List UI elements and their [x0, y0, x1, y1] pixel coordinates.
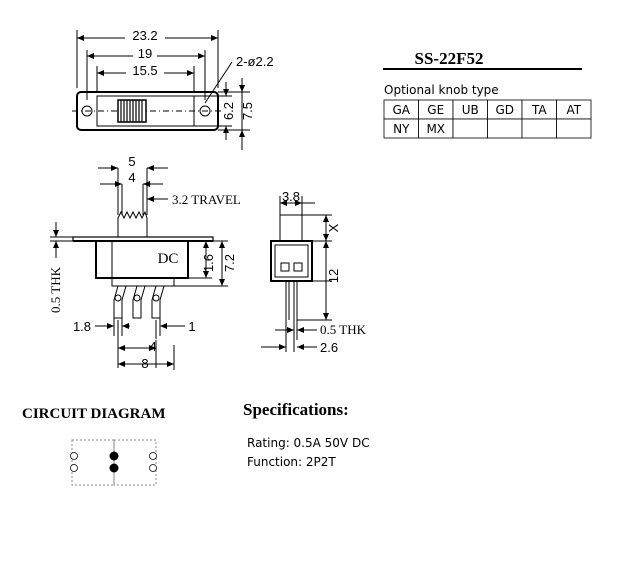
spec-function: Function: 2P2T: [247, 455, 336, 469]
knob-type-ub: UB: [462, 103, 479, 117]
side-view: 3.8 X 12 0.5 THK: [261, 189, 367, 355]
dim-x: X: [326, 223, 341, 232]
dim-overall-length: 23.2: [132, 28, 157, 43]
dim-pin-span: 8: [141, 356, 148, 371]
dim-pin-offset-left: 1.8: [73, 319, 91, 334]
terminal-common: [109, 451, 119, 461]
dim-body-length: 15.5: [132, 63, 157, 78]
dim-knob-outer: 5: [128, 154, 135, 169]
model-title: SS-22F52: [415, 49, 484, 68]
terminal-open: [149, 464, 157, 472]
knob-type-ga: GA: [392, 103, 410, 117]
top-view: 23.2 19 15.5 2-ø2.2: [72, 28, 274, 150]
terminal-open: [149, 452, 157, 460]
circuit-diagram: [70, 439, 157, 486]
knob-type-ny: NY: [393, 122, 410, 136]
body-label: DC: [158, 251, 179, 267]
dim-pin-offset: 2.6: [320, 340, 338, 355]
knob-type-ge: GE: [427, 103, 444, 117]
dim-mounting-holes: 2-ø2.2: [236, 54, 274, 69]
specifications-title: Specifications:: [243, 400, 349, 419]
dim-travel: 3.2 TRAVEL: [172, 192, 241, 207]
knob-table-caption: Optional knob type: [384, 83, 499, 97]
knob-type-at: AT: [566, 103, 581, 117]
dim-height-overall: 7.2: [222, 254, 237, 272]
knob-type-table: GA GE UB GD TA AT NY MX: [383, 99, 592, 139]
knob-table-cell: [452, 118, 488, 139]
dim-body-height: 12: [326, 269, 341, 283]
dim-pin-thickness: 0.5 THK: [320, 322, 367, 337]
dim-plate-thickness: 0.5 THK: [48, 266, 63, 313]
spec-rating: Rating: 0.5A 50V DC: [247, 436, 370, 450]
terminal-pins: [113, 285, 165, 319]
dim-height-small: 1.6: [201, 254, 216, 272]
knob-table-cell: [556, 118, 592, 139]
knob-table-cell: [521, 118, 557, 139]
front-view: 5 4 3.2 TRAVEL DC: [48, 154, 241, 371]
dim-knob-inner: 4: [128, 170, 135, 185]
circuit-diagram-title: CIRCUIT DIAGRAM: [22, 406, 165, 422]
terminal-open: [70, 464, 78, 472]
knob-type-mx: MX: [426, 122, 445, 136]
dim-knob-width: 3.8: [282, 189, 300, 204]
dim-width-outer: 7.5: [240, 102, 255, 120]
knob-table-cell: [487, 118, 523, 139]
dim-pin-offset-right: 1: [188, 319, 195, 334]
knob-type-gd: GD: [495, 103, 514, 117]
dim-pin-pitch: 4: [149, 339, 156, 354]
dim-width-inner: 6.2: [221, 102, 236, 120]
knob-type-ta: TA: [531, 103, 547, 117]
terminal-open: [70, 452, 78, 460]
terminal-common: [109, 463, 119, 473]
dim-hole-pitch: 19: [138, 46, 152, 61]
